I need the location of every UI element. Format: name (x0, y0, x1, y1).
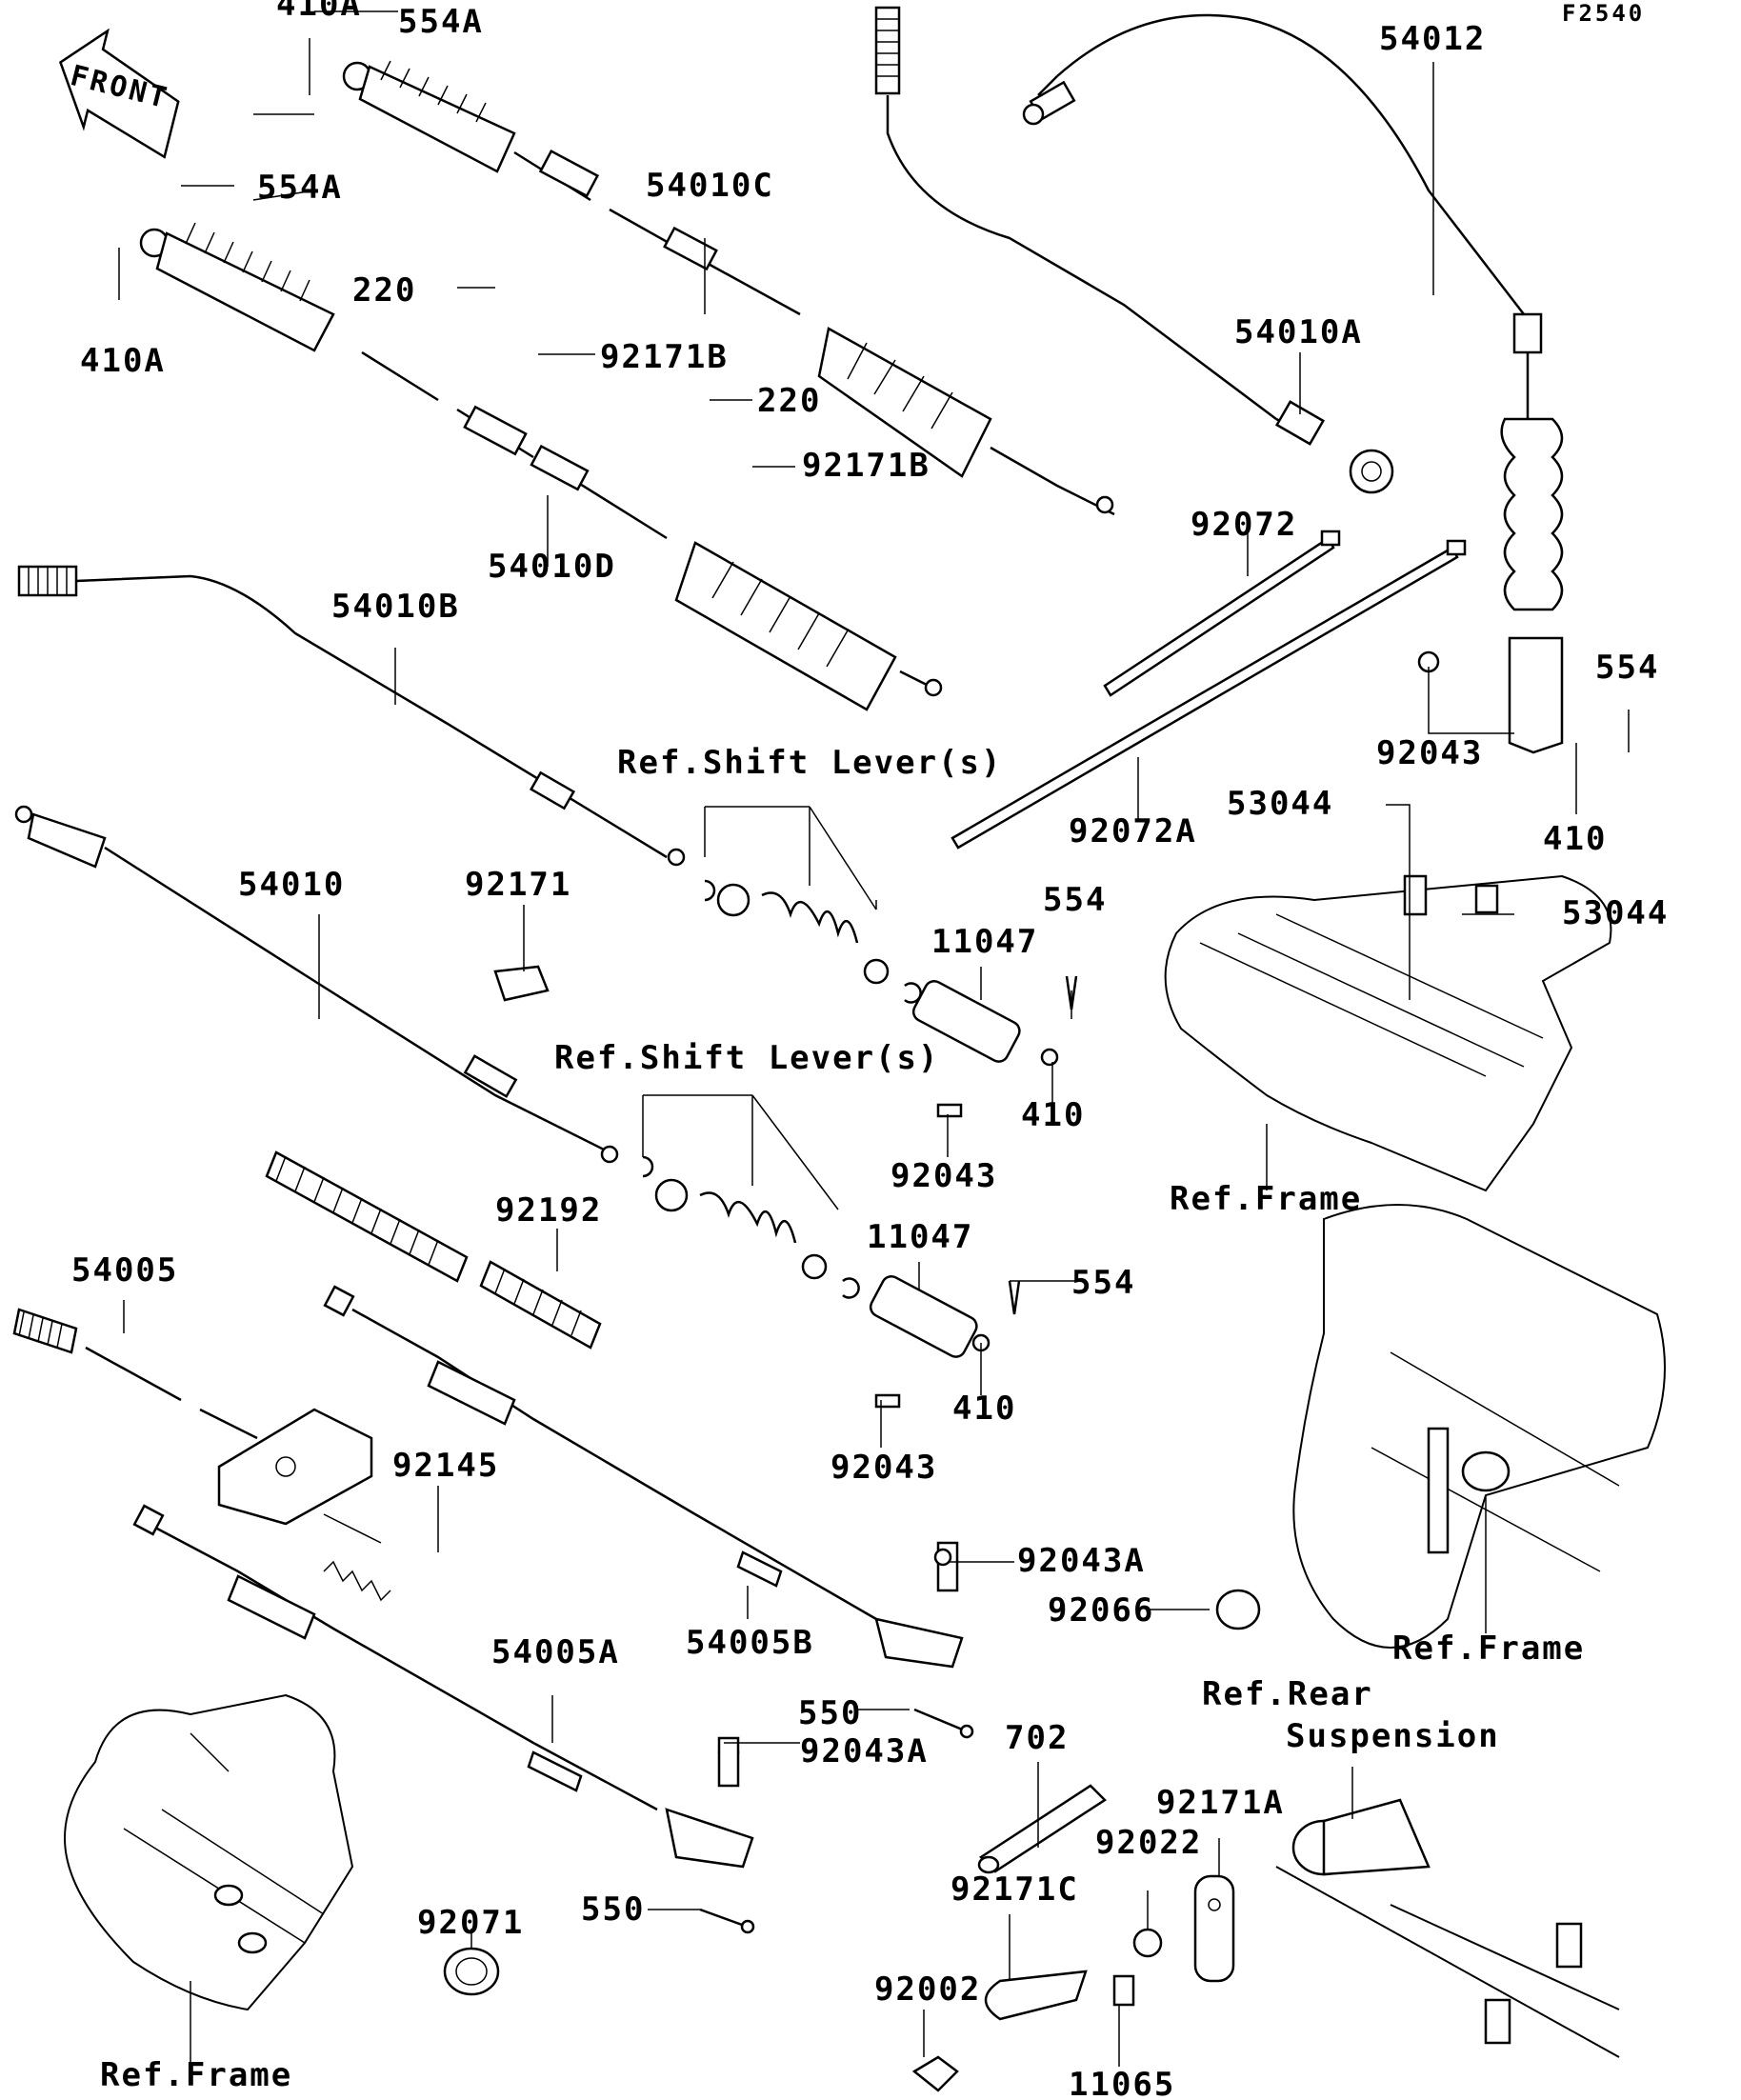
label-410-m1: 410 (1021, 1096, 1085, 1134)
label-220-a: 220 (352, 271, 416, 310)
cable-tie-92072 (1103, 530, 1341, 697)
label-550-a: 550 (798, 1694, 862, 1732)
figure-code: F2540 (1562, 0, 1645, 27)
label-554a-mid: 554A (257, 169, 343, 207)
shift-lever-parts-2 (642, 1094, 1021, 1409)
label-92192: 92192 (495, 1191, 602, 1230)
label-53044-b: 53044 (1562, 894, 1669, 932)
frame-ref-lower-left (64, 1693, 354, 2011)
label-11065: 11065 (1069, 2066, 1175, 2100)
label-53044-a: 53044 (1227, 785, 1333, 823)
label-92171: 92171 (465, 866, 571, 904)
label-92043-r: 92043 (1376, 734, 1483, 772)
cable-54010a (874, 6, 1394, 494)
label-92145: 92145 (392, 1447, 499, 1485)
frame-ref-middle-right (1292, 1204, 1666, 1649)
cable-54010c (342, 60, 1115, 516)
pin-702 (977, 1784, 1107, 1874)
label-92002: 92002 (874, 1970, 981, 2009)
label-54010b: 54010B (331, 588, 460, 626)
label-554a-top: 554A (398, 3, 484, 41)
label-ref-rear-1: Ref.Rear (1202, 1675, 1373, 1713)
label-92043-m2: 92043 (830, 1449, 937, 1487)
label-54010d: 54010D (488, 548, 616, 586)
grommet-92071 (443, 1947, 500, 1996)
front-arrow-icon: FRONT (58, 28, 180, 159)
label-410a-left: 410A (80, 342, 166, 380)
cable-54010 (14, 805, 619, 1164)
label-554-r: 554 (1595, 649, 1659, 687)
label-92072: 92072 (1191, 506, 1297, 544)
label-ref-shift-2: Ref.Shift Lever(s) (554, 1039, 939, 1077)
cable-54005b (323, 1285, 964, 1669)
spring-92192 (265, 1150, 602, 1350)
label-702: 702 (1005, 1719, 1069, 1757)
label-ref-rear-2: Suspension (1286, 1717, 1500, 1755)
clip-92171 (493, 965, 550, 1002)
label-92022: 92022 (1095, 1824, 1202, 1862)
label-92066: 92066 (1048, 1591, 1154, 1630)
label-11047-a: 11047 (931, 923, 1038, 961)
label-410-r: 410 (1543, 820, 1607, 858)
rear-suspension-ref (1275, 1798, 1620, 2058)
cable-54012 (1022, 13, 1564, 754)
label-92043-m1: 92043 (891, 1157, 997, 1195)
label-ref-frame-1: Ref.Frame (1170, 1180, 1362, 1218)
cable-54005 (12, 1308, 391, 1602)
label-92171c: 92171C (951, 1870, 1079, 1909)
label-54012: 54012 (1379, 20, 1486, 58)
label-92171a: 92171A (1156, 1784, 1285, 1822)
label-220-b: 220 (757, 382, 821, 420)
label-54005: 54005 (71, 1251, 178, 1290)
cable-54005a (132, 1504, 754, 1869)
label-11047-b: 11047 (867, 1218, 973, 1256)
label-554-m2: 554 (1071, 1264, 1135, 1302)
label-410-m2: 410 (952, 1390, 1016, 1428)
label-54010a: 54010A (1234, 313, 1363, 351)
shift-lever-parts-1 (704, 806, 1078, 1118)
pin-550-b (699, 1908, 755, 1934)
cable-54010d (139, 222, 943, 711)
label-54005a: 54005A (491, 1633, 620, 1671)
label-ref-frame-2: Ref.Frame (1392, 1630, 1585, 1668)
cable-54010b (17, 565, 686, 867)
label-92071: 92071 (417, 1904, 524, 1942)
label-ref-shift-1: Ref.Shift Lever(s) (617, 744, 1002, 782)
clamp-92171c (984, 1970, 1088, 2021)
label-410a-top: 410A (276, 0, 362, 24)
label-54010c: 54010C (646, 167, 774, 205)
bolt-92043a-upper (933, 1548, 952, 1567)
cable-tie-92072a (951, 539, 1467, 850)
label-92171b-a: 92171B (600, 338, 729, 376)
frame-ref-upper-right (1164, 874, 1612, 1192)
label-54010: 54010 (238, 866, 345, 904)
pin-550-a (913, 1708, 974, 1739)
leader-lines (118, 10, 1630, 2067)
bolt-92002 (911, 2055, 959, 2092)
collar-11065 (1112, 1974, 1135, 2007)
label-ref-frame-3: Ref.Frame (100, 2056, 292, 2094)
label-554-m1: 554 (1043, 881, 1107, 919)
label-54005b: 54005B (686, 1624, 814, 1662)
label-550-b: 550 (581, 1890, 645, 1929)
label-92171b-b: 92171B (802, 447, 931, 485)
plug-92066 (1215, 1589, 1261, 1630)
washer-92022 (1132, 1928, 1163, 1958)
bracket-92171a (1193, 1874, 1235, 1983)
label-92072a: 92072A (1069, 812, 1197, 850)
label-92043a-a: 92043A (1017, 1542, 1146, 1580)
label-92043a-b: 92043A (800, 1732, 929, 1770)
